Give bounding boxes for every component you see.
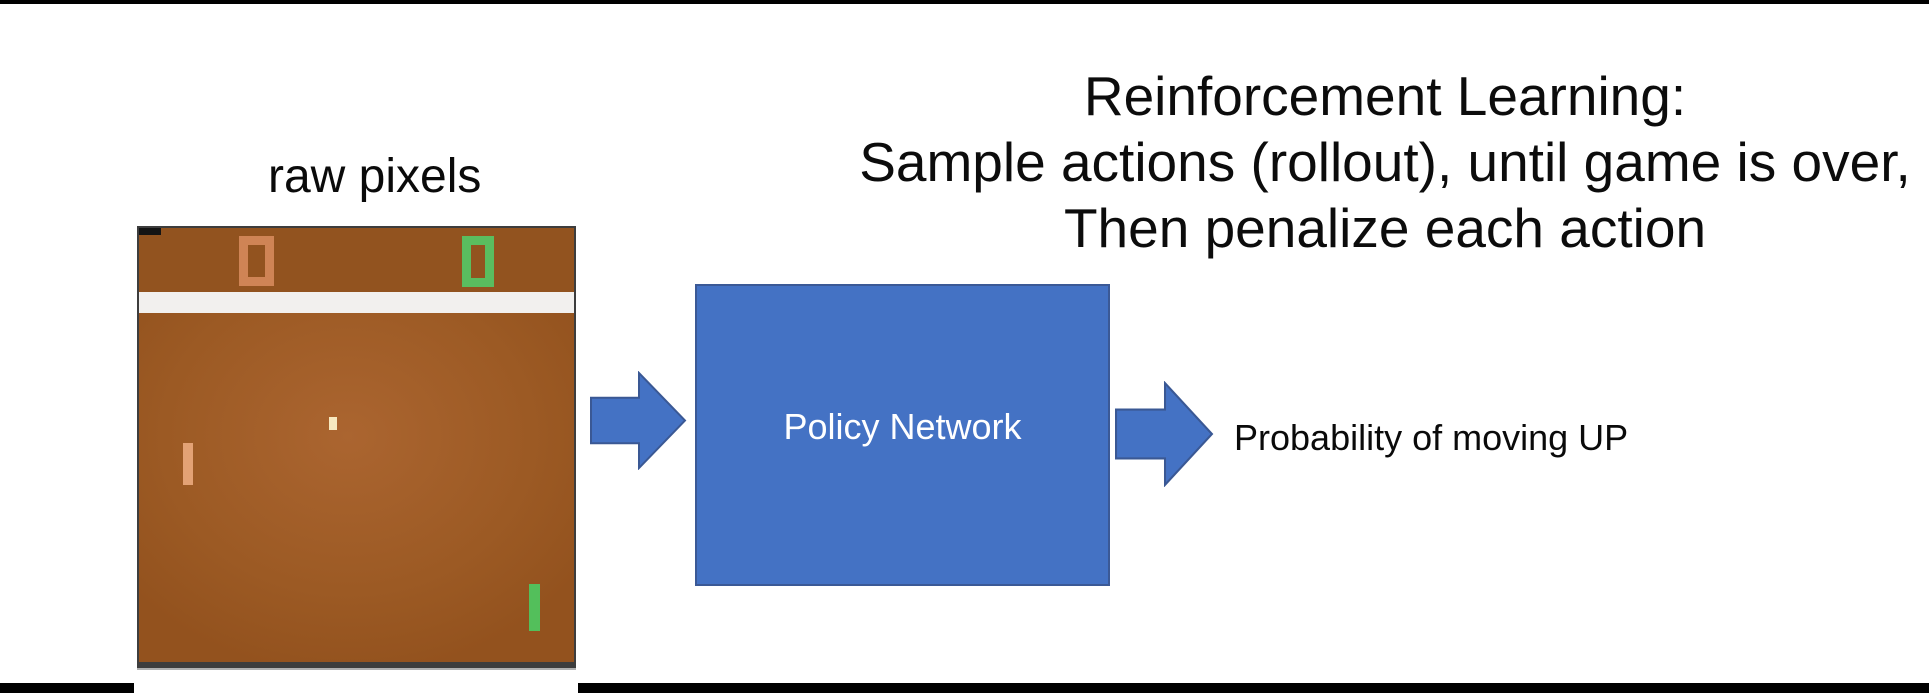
pong-game-screenshot <box>137 226 576 668</box>
policy-network-box: Policy Network <box>695 284 1110 586</box>
arrow-right-icon <box>590 371 687 470</box>
pong-orange-paddle <box>183 443 193 485</box>
title-line-1: Reinforcement Learning: <box>1083 65 1687 127</box>
pong-left-score-zero <box>239 236 274 286</box>
pong-green-paddle <box>529 584 540 631</box>
policy-network-label: Policy Network <box>783 406 1022 447</box>
pong-score-area <box>139 228 574 292</box>
pong-top-wall <box>139 292 574 313</box>
pong-ball <box>329 417 337 430</box>
title-line-2: Sample actions (rollout), until game is … <box>859 131 1911 193</box>
raw-pixels-label: raw pixels <box>268 150 482 203</box>
pong-corner-mark <box>139 228 161 235</box>
arrow-right-icon <box>1115 381 1214 487</box>
pong-right-score-zero <box>462 236 494 287</box>
bottom-black-bar-left <box>0 683 134 693</box>
slide-title: Reinforcement Learning: Sample actions (… <box>825 63 1929 261</box>
top-black-bar <box>0 0 1929 4</box>
title-line-3: Then penalize each action <box>1063 197 1707 259</box>
probability-output-label: Probability of moving UP <box>1234 417 1629 458</box>
bottom-black-bar-right <box>578 683 1929 693</box>
